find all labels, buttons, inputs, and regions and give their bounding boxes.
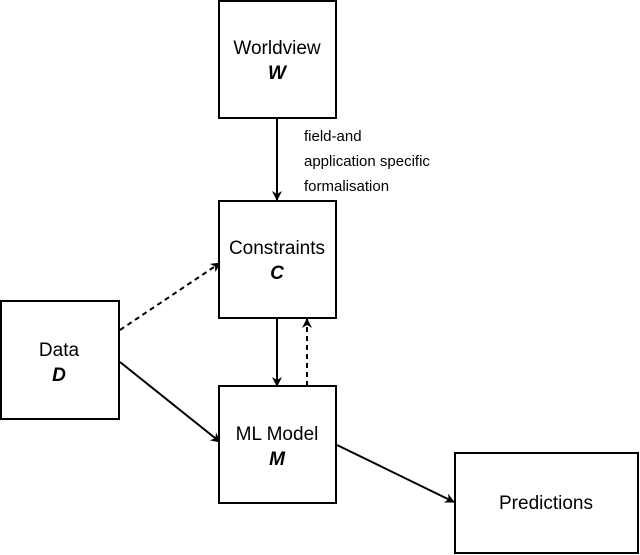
predictions-box <box>454 452 639 554</box>
constraints-title: Constraints <box>229 238 325 259</box>
ml-model-node: ML Model M <box>218 385 337 504</box>
worldview-node: Worldview W <box>218 0 337 119</box>
data-symbol: D <box>52 365 66 386</box>
ml-model-symbol: M <box>269 449 286 470</box>
edge-label-line-1: field-and <box>304 128 362 145</box>
dashed-arrow-data-to-constraints <box>119 262 221 331</box>
constraints-node: Constraints C <box>218 200 337 319</box>
ml-model-title: ML Model <box>236 424 319 445</box>
formalisation-label: field-and application specific formalisa… <box>304 128 430 195</box>
worldview-box <box>218 0 337 119</box>
predictions-title: Predictions <box>499 493 593 514</box>
data-title: Data <box>39 340 80 361</box>
data-node: Data D <box>0 300 120 420</box>
edge-label-line-3: formalisation <box>304 178 389 195</box>
worldview-symbol: W <box>268 63 288 84</box>
constraints-symbol: C <box>270 263 284 284</box>
constraints-box <box>218 200 337 319</box>
edge-label-line-2: application specific <box>304 153 430 170</box>
ml-model-box <box>218 385 337 504</box>
worldview-title: Worldview <box>233 38 321 59</box>
arrow-ml-model-to-predictions <box>336 444 455 503</box>
predictions-node: Predictions <box>454 452 639 554</box>
data-box <box>0 300 120 420</box>
arrow-data-to-ml-model <box>119 361 221 443</box>
